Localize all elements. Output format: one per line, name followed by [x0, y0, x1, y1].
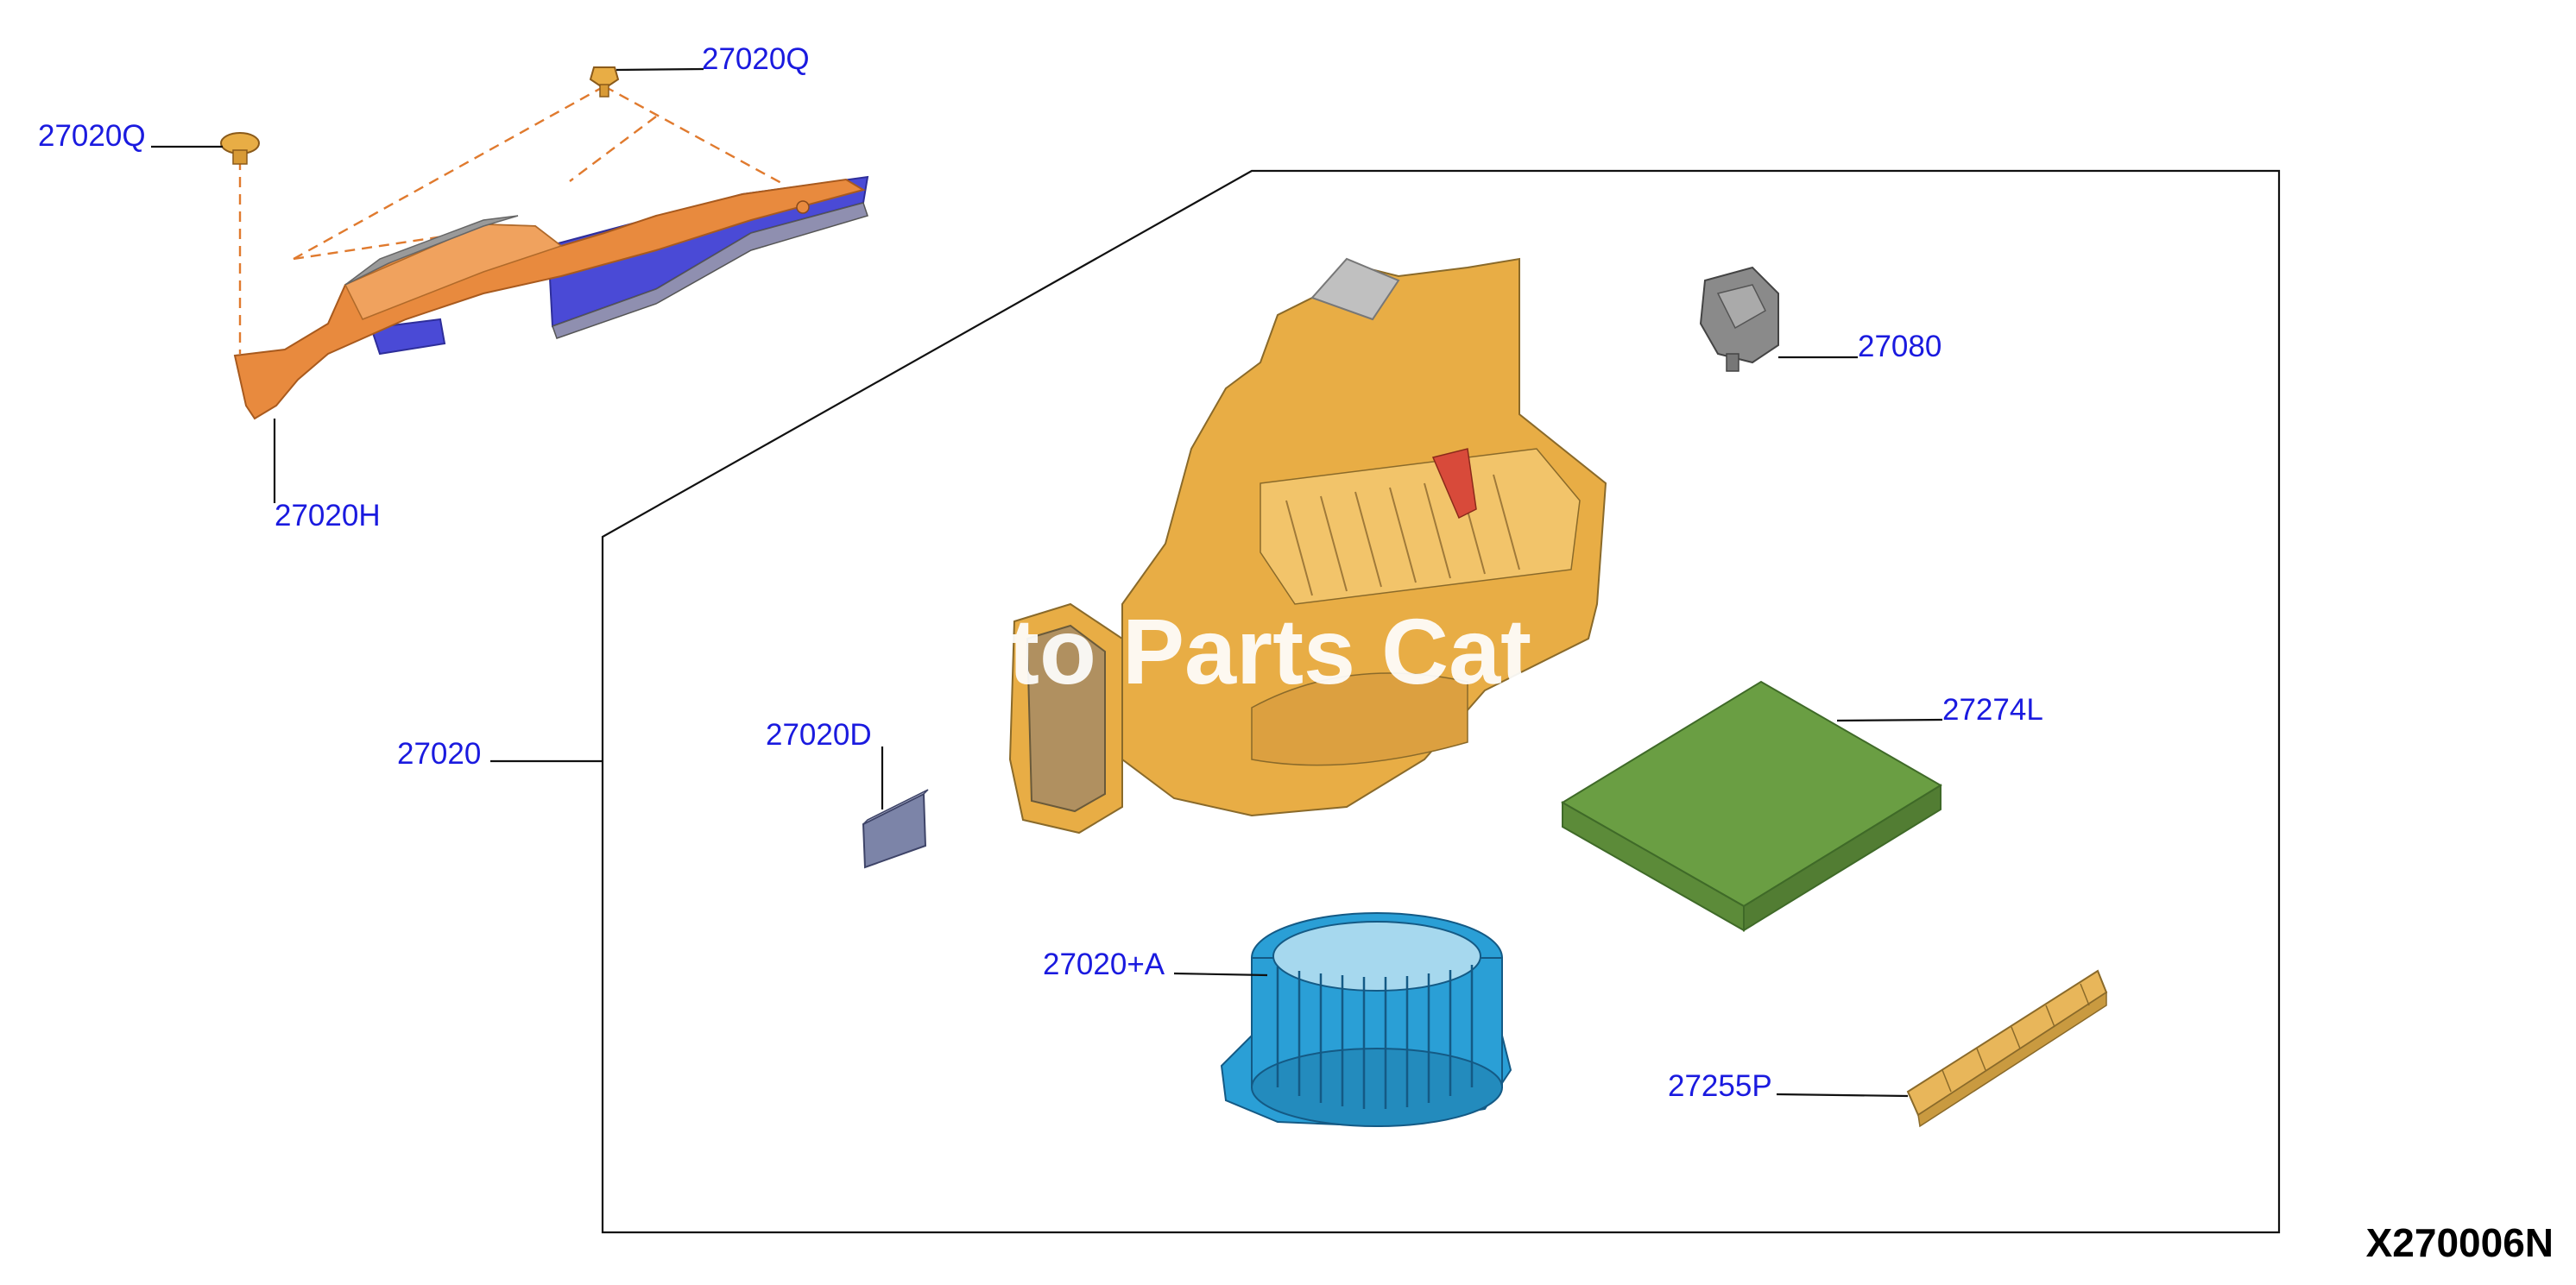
- callout-assembly[interactable]: 27020: [397, 737, 481, 771]
- assembly-frame: [601, 169, 2281, 1234]
- clip-top[interactable]: [589, 66, 620, 98]
- leader-lines: [151, 67, 1943, 1098]
- duct-blue-lower: [369, 318, 446, 356]
- duct-part[interactable]: [220, 66, 869, 420]
- grille-part[interactable]: [1906, 969, 2108, 1128]
- heater-case-scroll: [1251, 672, 1468, 766]
- heater-case-vent: [1310, 257, 1400, 321]
- grille-slats: [1941, 983, 2090, 1093]
- blower-motor-part[interactable]: [1220, 912, 1512, 1128]
- heater-case-red-tab: [1431, 448, 1477, 520]
- blower-fan-blades: [1276, 965, 1474, 1109]
- heater-core-fins: [1285, 474, 1520, 596]
- callout-blower-motor[interactable]: 27020+A: [1043, 948, 1165, 981]
- callout-filter[interactable]: 27274L: [1942, 693, 2043, 727]
- callout-actuator[interactable]: 27080: [1858, 330, 1941, 363]
- filter-part[interactable]: [1561, 680, 1942, 932]
- duct-orange-body: [233, 178, 866, 420]
- heater-case-intake-opening: [1026, 624, 1106, 813]
- callout-cover[interactable]: 27020D: [766, 718, 872, 752]
- clip-left[interactable]: [220, 132, 260, 165]
- duct-blue-rim: [552, 202, 868, 339]
- duct-clip-hole: [796, 200, 810, 214]
- heater-case-part[interactable]: [1008, 257, 1607, 835]
- diagram-id: X270006N: [2366, 1220, 2554, 1265]
- duct-rim: [344, 215, 519, 286]
- callout-duct[interactable]: 27020H: [275, 499, 381, 532]
- callout-grille[interactable]: 27255P: [1668, 1069, 1772, 1103]
- actuator-part[interactable]: [1699, 266, 1779, 372]
- callout-clip-left[interactable]: 27020Q: [38, 119, 146, 153]
- callout-clip-top[interactable]: 27020Q: [702, 42, 810, 76]
- cover-part[interactable]: [862, 789, 929, 869]
- watermark-text: to Parts Cat: [1008, 599, 1531, 703]
